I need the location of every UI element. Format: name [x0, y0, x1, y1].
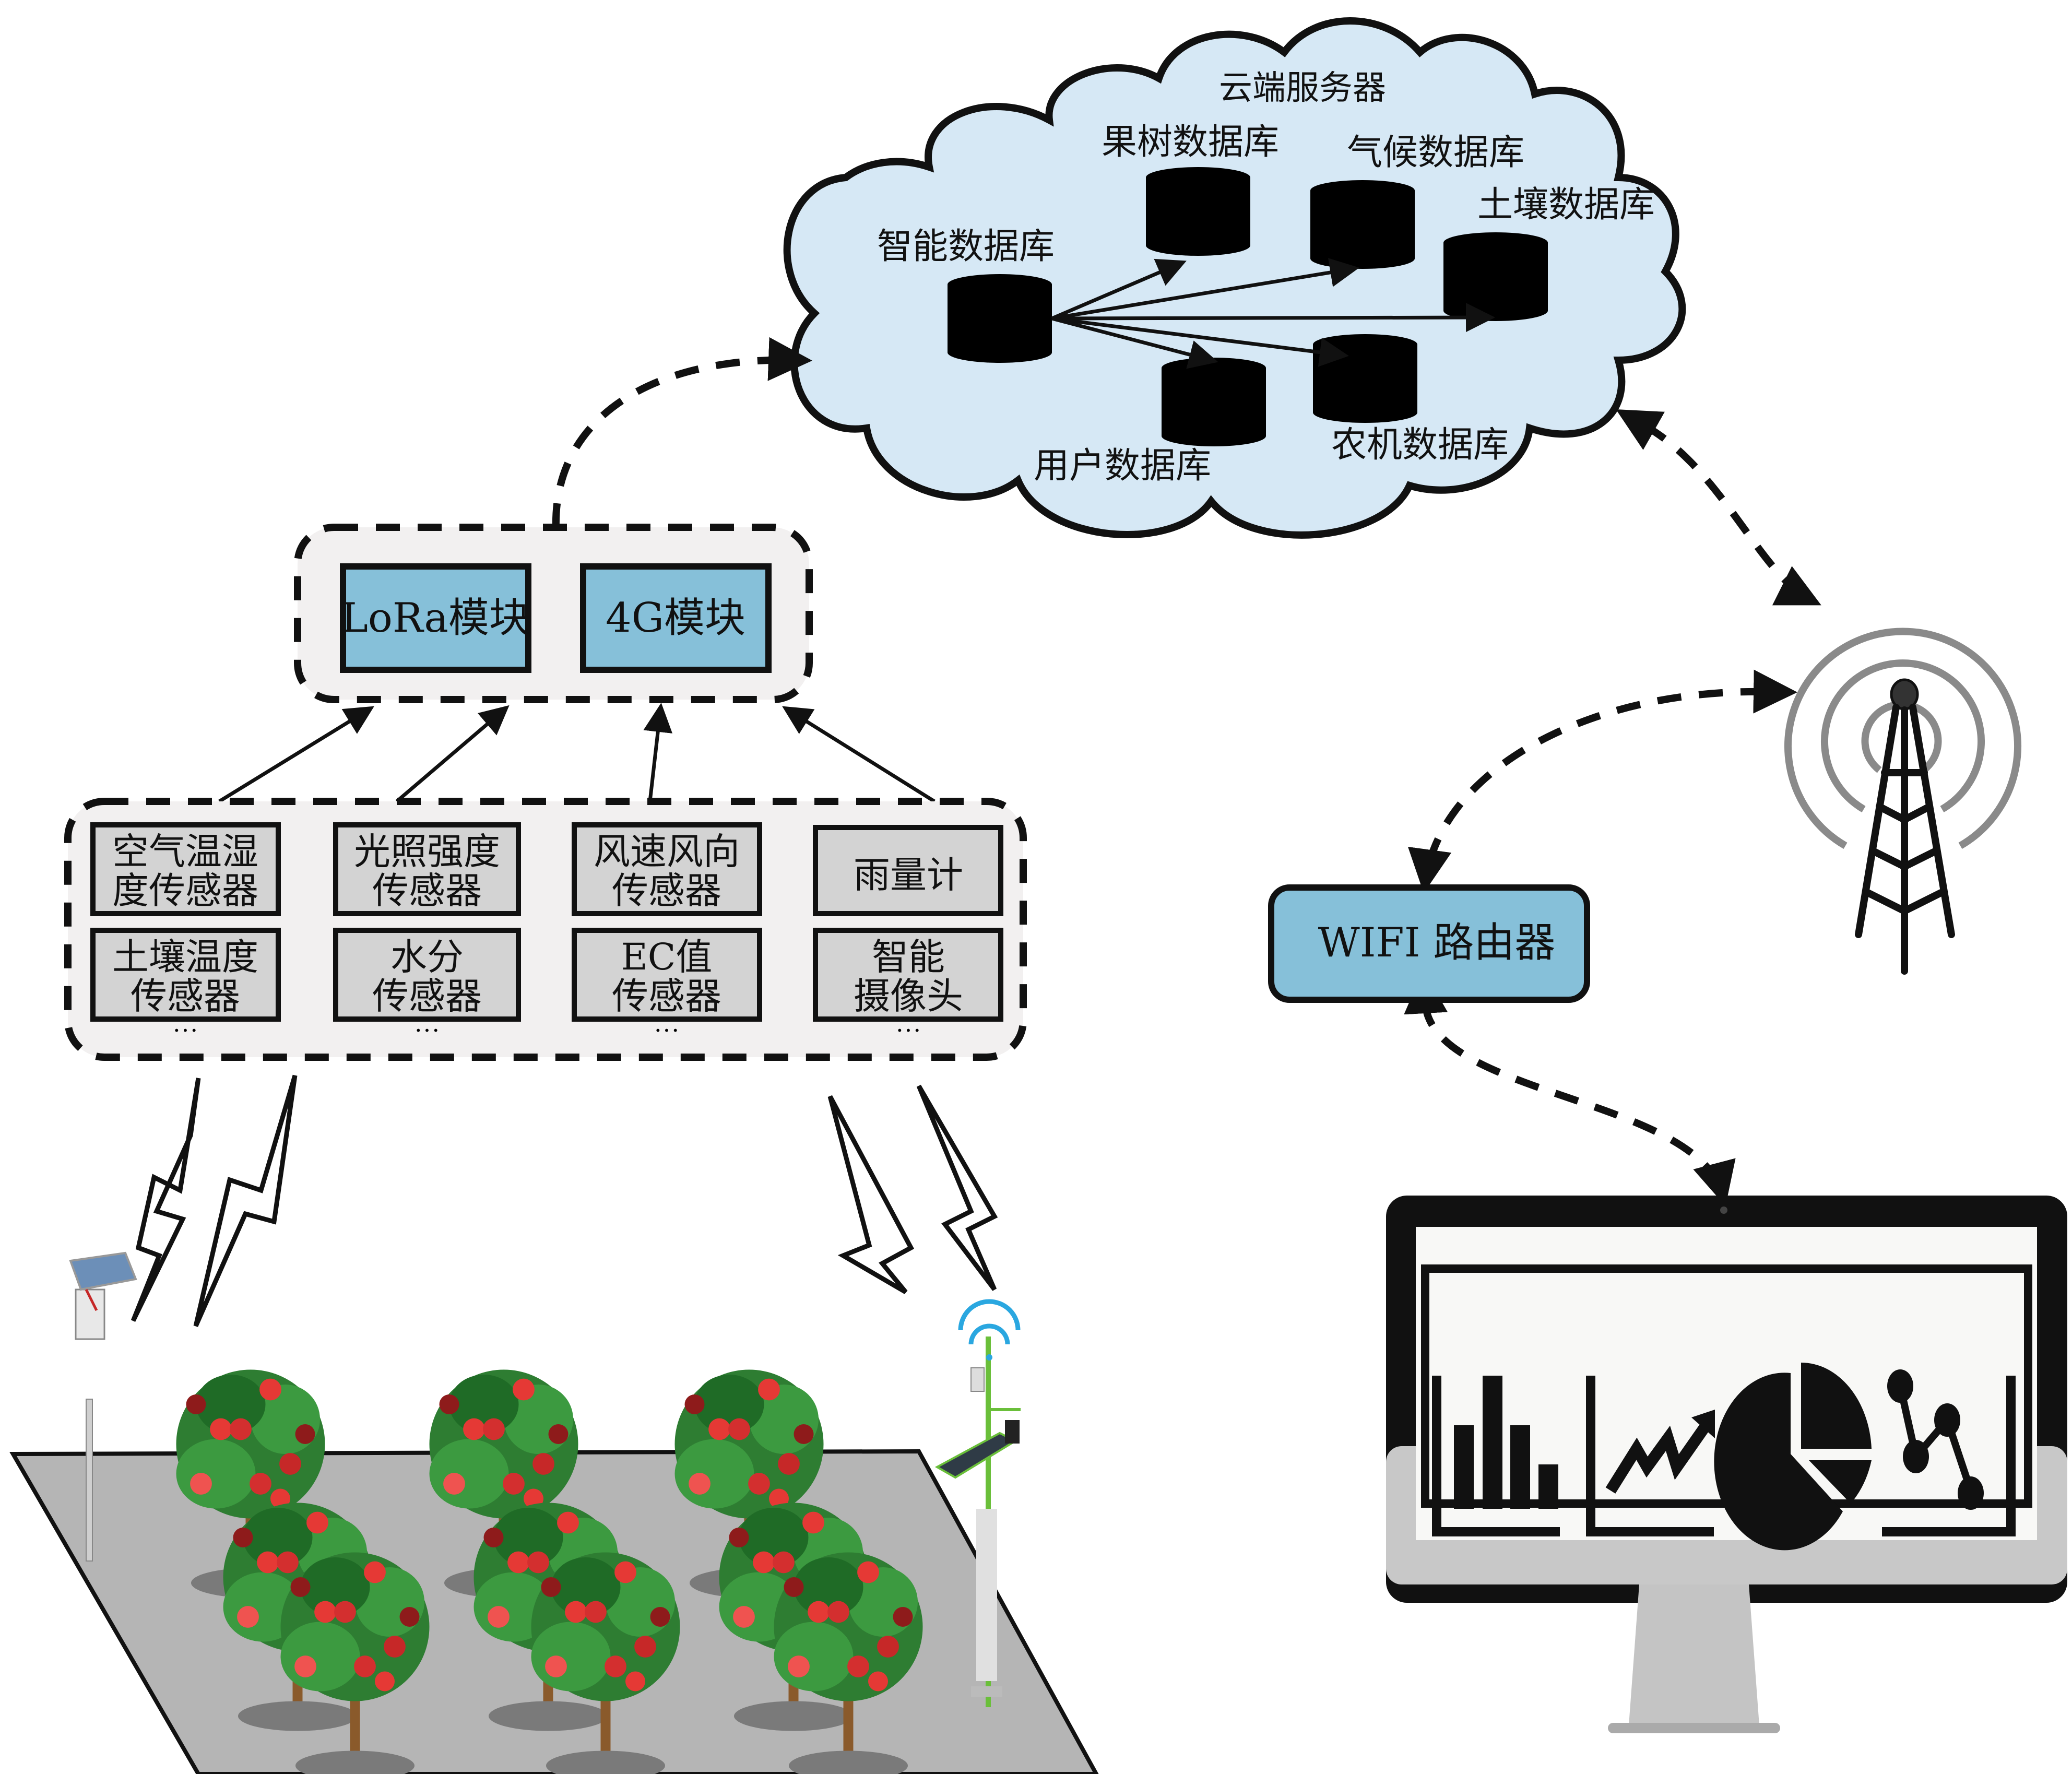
svg-text:度传感器: 度传感器: [112, 869, 258, 912]
wireless-signal-bolts: [131, 1074, 998, 1327]
lora-module-label: LoRa模块: [341, 595, 530, 642]
wifi-icon: [958, 1299, 1021, 1361]
lightning-bolt-icon: [916, 1084, 998, 1291]
trend-up-chart-icon: [1586, 1376, 1715, 1536]
4g-module-box: [580, 563, 772, 673]
db-label-user: 用户数据库: [1034, 445, 1211, 487]
lora-module-box: [340, 563, 531, 673]
lightning-bolt-icon: [193, 1074, 298, 1327]
monitor-stand: [1629, 1584, 1759, 1725]
db-label-soil: 土壤数据库: [1477, 184, 1655, 226]
cell-tower-icon: [1784, 628, 2021, 975]
orchard-field: [9, 1251, 1099, 1774]
climate-database-icon: [1310, 180, 1415, 269]
svg-text:智能: 智能: [872, 936, 945, 978]
cloud-title: 云端服务器: [1219, 69, 1386, 108]
arrow-sensor-to-4g-2: [782, 706, 936, 803]
link-modules-to-cloud: [552, 337, 812, 528]
svg-text:摄像头: 摄像头: [854, 975, 963, 1018]
pie-chart-icon: [1714, 1362, 1872, 1551]
db-label-fruit-tree: 果树数据库: [1102, 122, 1279, 163]
sensor-wind-speed-direction: 风速风向 传感器: [572, 822, 762, 916]
db-label-farm-machinery: 农机数据库: [1331, 424, 1509, 466]
sensor-ec-value: EC值 传感器: [572, 928, 762, 1022]
bar-chart-icon: [1432, 1376, 1560, 1536]
arrow-to-climate-db: [1051, 258, 1359, 321]
db-label-smart: 智能数据库: [877, 226, 1055, 267]
user-database-icon: [1162, 358, 1266, 446]
svg-text:光照强度: 光照强度: [354, 830, 500, 873]
sensor-soil-temperature: 土壤温度 传感器: [90, 928, 281, 1022]
sensor-to-module-arrows: [218, 703, 936, 803]
arrow-sensor-to-lora-2: [395, 705, 510, 803]
weather-station-icon: [934, 1299, 1021, 1707]
svg-text:空气温湿: 空气温湿: [112, 830, 258, 873]
svg-text:风速风向: 风速风向: [594, 830, 740, 873]
arrow-sensor-to-lora-1: [218, 706, 374, 803]
wifi-router-box: [1268, 884, 1590, 1003]
ellipsis-col-3: ···: [654, 1015, 680, 1045]
svg-text:传感器: 传感器: [131, 975, 240, 1018]
svg-text:雨量计: 雨量计: [854, 854, 963, 896]
soil-database-icon: [1443, 232, 1548, 321]
fruit-tree-database-icon: [1146, 167, 1250, 256]
svg-text:水分: 水分: [390, 936, 464, 978]
svg-text:传感器: 传感器: [372, 869, 482, 912]
cloud-shape: [783, 17, 1686, 539]
svg-text:EC值: EC值: [621, 936, 713, 978]
sensor-moisture: 水分 传感器: [333, 928, 521, 1022]
ellipsis-col-2: ···: [414, 1015, 440, 1045]
ellipsis-col-1: ···: [172, 1015, 198, 1045]
sensor-air-temp-humidity: 空气温湿 度传感器: [90, 822, 281, 916]
sensor-group: 空气温湿 度传感器 光照强度 传感器 风速风向 传感器 雨量计 土壤温度 传感器…: [64, 798, 1027, 1061]
arrow-to-fruit-tree-db: [1051, 258, 1187, 321]
communication-modules-group: LoRa模块 4G模块: [294, 524, 813, 703]
arrow-to-soil-db: [1051, 303, 1495, 333]
link-tower-to-router: [1407, 669, 1797, 893]
svg-text:土壤温度: 土壤温度: [112, 936, 258, 978]
sensor-smart-camera: 智能 摄像头: [813, 928, 1003, 1022]
wifi-router-label: WIFI 路由器: [1318, 919, 1556, 966]
link-cloud-to-tower: [1616, 409, 1821, 606]
4g-module-label: 4G模块: [606, 595, 745, 642]
db-label-climate: 气候数据库: [1347, 132, 1524, 173]
line-dot-chart-icon: [1882, 1369, 2016, 1536]
smart-database-icon: [948, 274, 1052, 363]
wifi-router: WIFI 路由器: [1268, 884, 1590, 1003]
arrow-to-farm-machinery-db: [1051, 316, 1349, 367]
ellipsis-col-4: ···: [895, 1015, 921, 1045]
db-arrows: [1051, 258, 1495, 369]
svg-text:传感器: 传感器: [612, 869, 721, 912]
monitor-dashboard: [1386, 1196, 2067, 1733]
sensor-light-intensity: 光照强度 传感器: [333, 822, 521, 916]
cloud-server: 云端服务器 智能数据库 果树数据库 气候数据库 土壤数据库 用户数据库 农机数据…: [783, 17, 1686, 539]
arrow-sensor-to-4g-1: [643, 703, 673, 802]
sensor-rain-gauge: 雨量计: [813, 825, 1003, 916]
lightning-bolt-icon: [827, 1095, 915, 1294]
svg-text:传感器: 传感器: [372, 975, 482, 1018]
solar-sensor-pole-icon: [69, 1251, 137, 1562]
svg-text:传感器: 传感器: [612, 975, 721, 1018]
sensors-dashed-container: [64, 798, 1027, 1061]
arrow-to-user-db: [1051, 316, 1218, 369]
link-router-to-monitor: [1404, 969, 1736, 1207]
farm-machinery-database-icon: [1313, 334, 1417, 423]
lightning-bolt-icon: [131, 1078, 201, 1322]
